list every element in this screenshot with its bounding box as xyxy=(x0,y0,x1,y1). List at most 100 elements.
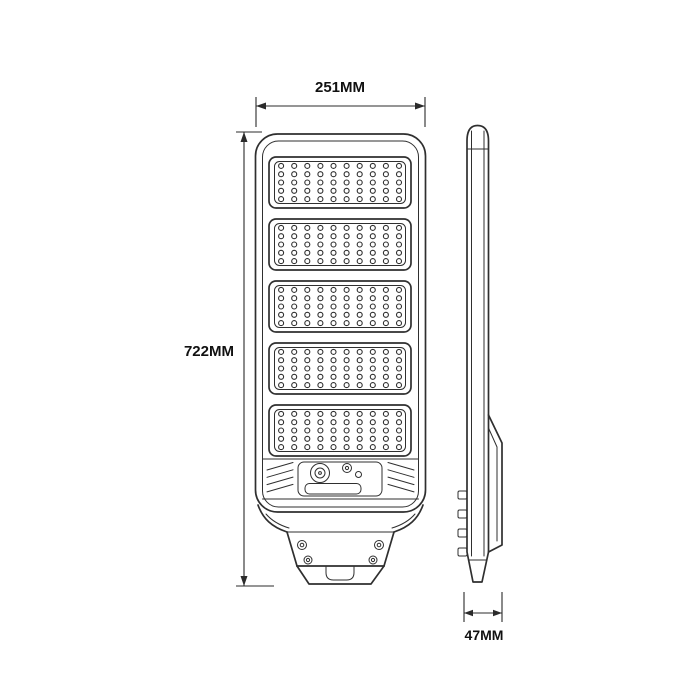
led-dot xyxy=(278,410,285,417)
led-dot xyxy=(330,303,337,310)
led-dot xyxy=(369,224,376,231)
led-dot xyxy=(343,187,350,194)
led-dot xyxy=(369,311,376,318)
led-dot xyxy=(369,196,376,203)
led-dot xyxy=(317,427,324,434)
led-dot xyxy=(395,444,403,451)
arrow-down-icon xyxy=(240,576,248,586)
side-view xyxy=(457,124,503,583)
led-dot xyxy=(369,233,376,240)
led-dot xyxy=(382,286,389,293)
led-dot xyxy=(369,303,376,310)
led-dot xyxy=(343,373,350,380)
led-dot xyxy=(330,435,337,442)
led-dot xyxy=(356,179,363,186)
led-dot xyxy=(304,435,311,442)
u-channel xyxy=(325,565,355,581)
led-dot xyxy=(382,224,389,231)
led-dot xyxy=(278,258,285,265)
led-dot xyxy=(330,179,337,186)
led-dot xyxy=(343,410,350,417)
led-dot xyxy=(356,365,363,372)
led-dot xyxy=(304,162,311,169)
led-dot xyxy=(304,295,311,302)
led-dot xyxy=(343,249,350,256)
led-dot xyxy=(317,249,324,256)
led-dot xyxy=(317,224,324,231)
led-dot xyxy=(343,286,350,293)
led-dot xyxy=(343,171,350,178)
led-dot xyxy=(330,444,337,451)
led-dot xyxy=(278,444,285,451)
led-dot xyxy=(382,444,389,451)
led-dot xyxy=(278,249,285,256)
sensor-plate xyxy=(297,461,383,497)
led-dot xyxy=(343,320,350,327)
led-dot xyxy=(343,295,350,302)
led-dot xyxy=(369,295,376,302)
arrow-right-icon xyxy=(493,609,502,617)
led-dot xyxy=(382,171,389,178)
led-dot xyxy=(278,196,285,203)
led-dot xyxy=(395,162,403,169)
front-view xyxy=(254,133,427,585)
led-dot xyxy=(278,357,285,364)
led-dot xyxy=(330,249,337,256)
led-dot xyxy=(278,348,285,355)
led-dot xyxy=(369,162,376,169)
led-dot xyxy=(356,224,363,231)
led-dot xyxy=(356,320,363,327)
led-dot xyxy=(395,382,403,389)
led-dot xyxy=(330,382,337,389)
led-dot xyxy=(330,224,337,231)
led-panel xyxy=(268,342,412,395)
led-dot xyxy=(382,320,389,327)
led-dot xyxy=(317,435,324,442)
indicator-icon xyxy=(342,463,352,473)
led-dot xyxy=(304,179,311,186)
led-dot xyxy=(356,435,363,442)
led-dot xyxy=(343,196,350,203)
led-dot xyxy=(278,311,285,318)
led-dot xyxy=(343,357,350,364)
led-dot xyxy=(395,427,403,434)
led-dot xyxy=(304,224,311,231)
led-dot xyxy=(356,187,363,194)
led-dot xyxy=(291,373,298,380)
led-dot xyxy=(330,373,337,380)
led-dot xyxy=(317,382,324,389)
led-dot xyxy=(369,258,376,265)
sensor-module xyxy=(262,458,419,500)
led-dot xyxy=(343,311,350,318)
side-profile-outline xyxy=(466,124,490,583)
led-dot xyxy=(291,295,298,302)
bolt-icon xyxy=(374,540,384,550)
led-dot xyxy=(382,303,389,310)
led-dot xyxy=(356,249,363,256)
led-dot xyxy=(278,224,285,231)
led-dot xyxy=(278,295,285,302)
sensor-hatch xyxy=(266,462,415,493)
bolt-icon xyxy=(368,555,378,565)
led-dot xyxy=(356,233,363,240)
lamp-body-inner-outline xyxy=(262,140,419,508)
arrow-right-icon xyxy=(415,102,425,110)
pir-sensor-icon xyxy=(310,463,330,483)
led-dot xyxy=(343,258,350,265)
led-dot xyxy=(395,373,403,380)
led-dot xyxy=(395,286,403,293)
led-dot xyxy=(356,311,363,318)
lamp-body-outline xyxy=(254,133,427,513)
clamp-bolts xyxy=(457,490,468,557)
led-dot xyxy=(382,249,389,256)
led-dot xyxy=(369,427,376,434)
led-panel xyxy=(268,280,412,333)
led-panels xyxy=(268,156,412,457)
led-dot xyxy=(330,241,337,248)
led-dot xyxy=(343,179,350,186)
led-dot xyxy=(278,233,285,240)
bolt-icon xyxy=(457,547,468,557)
led-dot xyxy=(395,196,403,203)
led-dot xyxy=(395,241,403,248)
